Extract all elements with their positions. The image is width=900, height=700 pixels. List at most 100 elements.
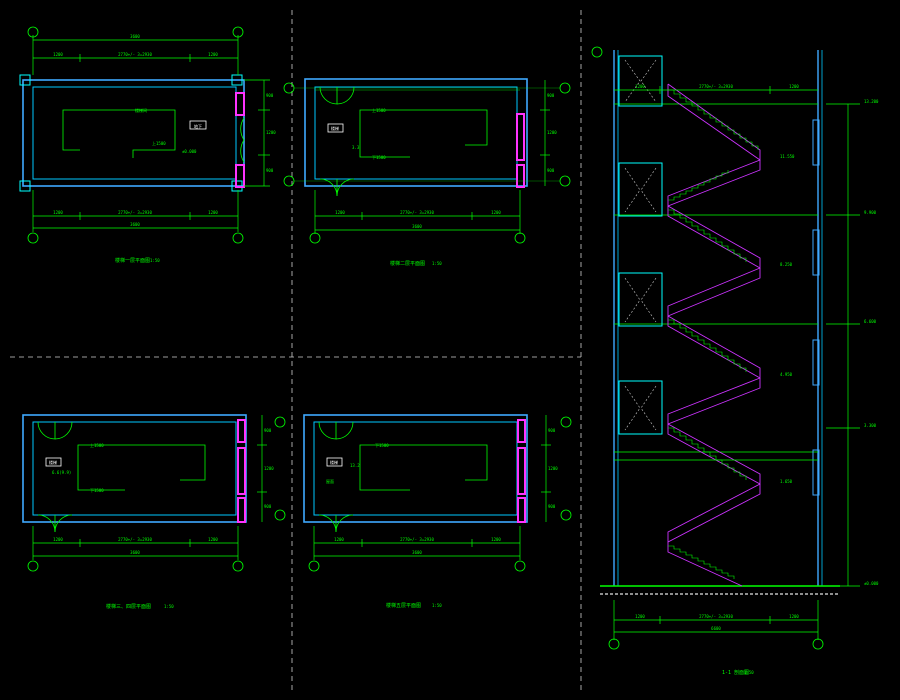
plan-1-dim-right-2: 900 bbox=[266, 168, 274, 173]
section-door-swing bbox=[640, 167, 657, 213]
plan-1-dim-top-seg-0: 1200 bbox=[53, 52, 63, 57]
plan-1-dim-top-total: 3600 bbox=[130, 34, 140, 39]
section-right-windows bbox=[812, 119, 820, 496]
section-scale: 1:50 bbox=[744, 670, 754, 675]
plan-4-label-3: 屋面 bbox=[326, 478, 334, 484]
plan-1-bottom-dimensions bbox=[32, 190, 239, 232]
plan-2-label-0: 楼梯 bbox=[331, 125, 339, 131]
section-bottom-dimensions bbox=[613, 600, 819, 640]
plan-4-stair-path-end bbox=[359, 470, 410, 491]
plan-3-title: 楼梯三、四层平面图 bbox=[106, 603, 151, 610]
plan-2-scale: 1:50 bbox=[432, 261, 442, 266]
plan-4-label-0: 楼梯 bbox=[330, 459, 338, 465]
plan-1-door-frame bbox=[235, 164, 245, 188]
plan-1-axis-bubble bbox=[232, 26, 244, 38]
section-elevation-markers bbox=[826, 103, 860, 587]
plan-1-walking-line bbox=[62, 109, 176, 158]
plan-1-right-dimensions bbox=[244, 79, 270, 187]
plan-3-axis-bubble bbox=[27, 560, 39, 572]
plan-3-window-frame bbox=[237, 497, 246, 523]
plan-3-axis-bubbles bbox=[27, 416, 286, 572]
section-elev-4: ±0.000 bbox=[864, 581, 879, 586]
plan-4-stair-path bbox=[359, 444, 488, 481]
section-floor-slabs bbox=[614, 103, 818, 453]
plan-3-room-tag bbox=[45, 457, 62, 467]
plan-1-dim-bottom-seg-0: 1200 bbox=[53, 210, 63, 215]
plan-3-dim-bottom-total: 3600 bbox=[130, 550, 140, 555]
section-door bbox=[618, 380, 663, 435]
section-flight bbox=[667, 542, 743, 587]
section-dim-bottom-0: 1200 bbox=[635, 614, 645, 619]
plan-1-axis-bubbles bbox=[27, 26, 244, 244]
plan-1-axis-bubble bbox=[232, 232, 244, 244]
plan-1-door-swing bbox=[240, 117, 245, 163]
section-door bbox=[618, 162, 663, 217]
section-axis-bubbles bbox=[591, 46, 824, 650]
plan-3-door-arc bbox=[54, 514, 73, 533]
plan-1-scale: 1:50 bbox=[150, 258, 160, 263]
plan-4-label-2: 下1500 bbox=[375, 443, 389, 448]
plan-4-dim-bottom-seg-1: 2770+/- 3=2930 bbox=[400, 537, 434, 542]
plan-1-axis-bubble bbox=[27, 232, 39, 244]
plan-2-window-frame bbox=[516, 164, 525, 188]
plan-1-column bbox=[19, 180, 31, 192]
plan-3-door-arc bbox=[54, 421, 73, 440]
plan-2-dim-right-2: 900 bbox=[547, 168, 555, 173]
section-landing-1: 8.250 bbox=[780, 262, 793, 267]
plan-1-title: 楼梯一层平面图 bbox=[115, 257, 150, 264]
plan-2-door-arc bbox=[336, 86, 355, 105]
plan-1-dim-top-seg-1: 2770+/- 3=2930 bbox=[118, 52, 152, 57]
section-elev-2: 6.600 bbox=[864, 319, 877, 324]
plan-2-right-dimensions bbox=[294, 80, 560, 186]
section-door-swings bbox=[624, 59, 657, 431]
section-door bbox=[618, 55, 663, 107]
plan-4: 楼梯 13.2 下1500 屋面 1200 2770+/- 3=2930 120… bbox=[303, 414, 572, 609]
plan-1-column bbox=[19, 74, 31, 86]
plan-1-stair-path bbox=[62, 109, 176, 158]
plan-4-axis-bubble bbox=[514, 560, 526, 572]
section-window bbox=[812, 119, 820, 166]
plan-1-door-frame bbox=[235, 92, 245, 116]
plan-4-dim-right-1: 1200 bbox=[548, 466, 558, 471]
plan-3-axis-bubble bbox=[274, 509, 286, 521]
plan-2-label-2: 上1500 bbox=[372, 107, 386, 113]
section-steps bbox=[668, 209, 747, 262]
section-axis-bubble bbox=[591, 46, 603, 58]
plan-4-axis-bubbles bbox=[308, 416, 572, 572]
section-elev-3: 3.300 bbox=[864, 423, 877, 428]
section-window bbox=[812, 229, 820, 276]
plan-1-walls bbox=[22, 79, 245, 187]
plan-3-dim-bottom-seg-2: 1200 bbox=[208, 537, 218, 542]
plan-3-window bbox=[237, 419, 246, 523]
plan-2-title: 楼梯二层平面图 bbox=[390, 260, 425, 267]
section-landing-2: 4.950 bbox=[780, 372, 793, 377]
section-dim-top-2: 1200 bbox=[789, 84, 799, 89]
plan-2-axis-bubble bbox=[309, 232, 321, 244]
section-steps bbox=[668, 170, 729, 201]
plan-2: 楼梯 3.3 上1500 下1500 1200 2770+/- 3=2930 1… bbox=[283, 78, 571, 267]
plan-1-dim-bottom-seg-1: 2770+/- 3=2930 bbox=[118, 210, 152, 215]
section-steps bbox=[668, 89, 759, 150]
plan-2-dim-bottom-seg-2: 1200 bbox=[491, 210, 501, 215]
plan-3-axis-bubble bbox=[232, 560, 244, 572]
plan-3-stair-path bbox=[77, 444, 206, 481]
plan-1-dim-bottom-seg-2: 1200 bbox=[208, 210, 218, 215]
plan-3-dim-bottom-seg-0: 1200 bbox=[53, 537, 63, 542]
plan-4-right-dimensions bbox=[541, 415, 551, 522]
section-walls bbox=[600, 50, 840, 595]
section-door-swing bbox=[624, 385, 641, 431]
section-door-swing bbox=[640, 277, 657, 323]
section-door bbox=[618, 272, 663, 327]
section-title: 1-1 剖面图 bbox=[722, 669, 749, 676]
plan-1-top-dimensions bbox=[32, 35, 239, 75]
section-elev-1: 9.900 bbox=[864, 210, 877, 215]
plan-4-axis-bubble bbox=[560, 509, 572, 521]
plan-1-dim-bottom-total: 3600 bbox=[130, 222, 140, 227]
plan-2-dim-right-0: 900 bbox=[547, 93, 555, 98]
plan-4-window-frame bbox=[517, 497, 526, 523]
section-elev-0: 13.200 bbox=[864, 99, 879, 104]
plan-4-bottom-dimensions bbox=[313, 526, 521, 560]
plan-3-label-1: 上1500 bbox=[90, 442, 104, 448]
plan-2-stair-path-end bbox=[359, 145, 410, 158]
